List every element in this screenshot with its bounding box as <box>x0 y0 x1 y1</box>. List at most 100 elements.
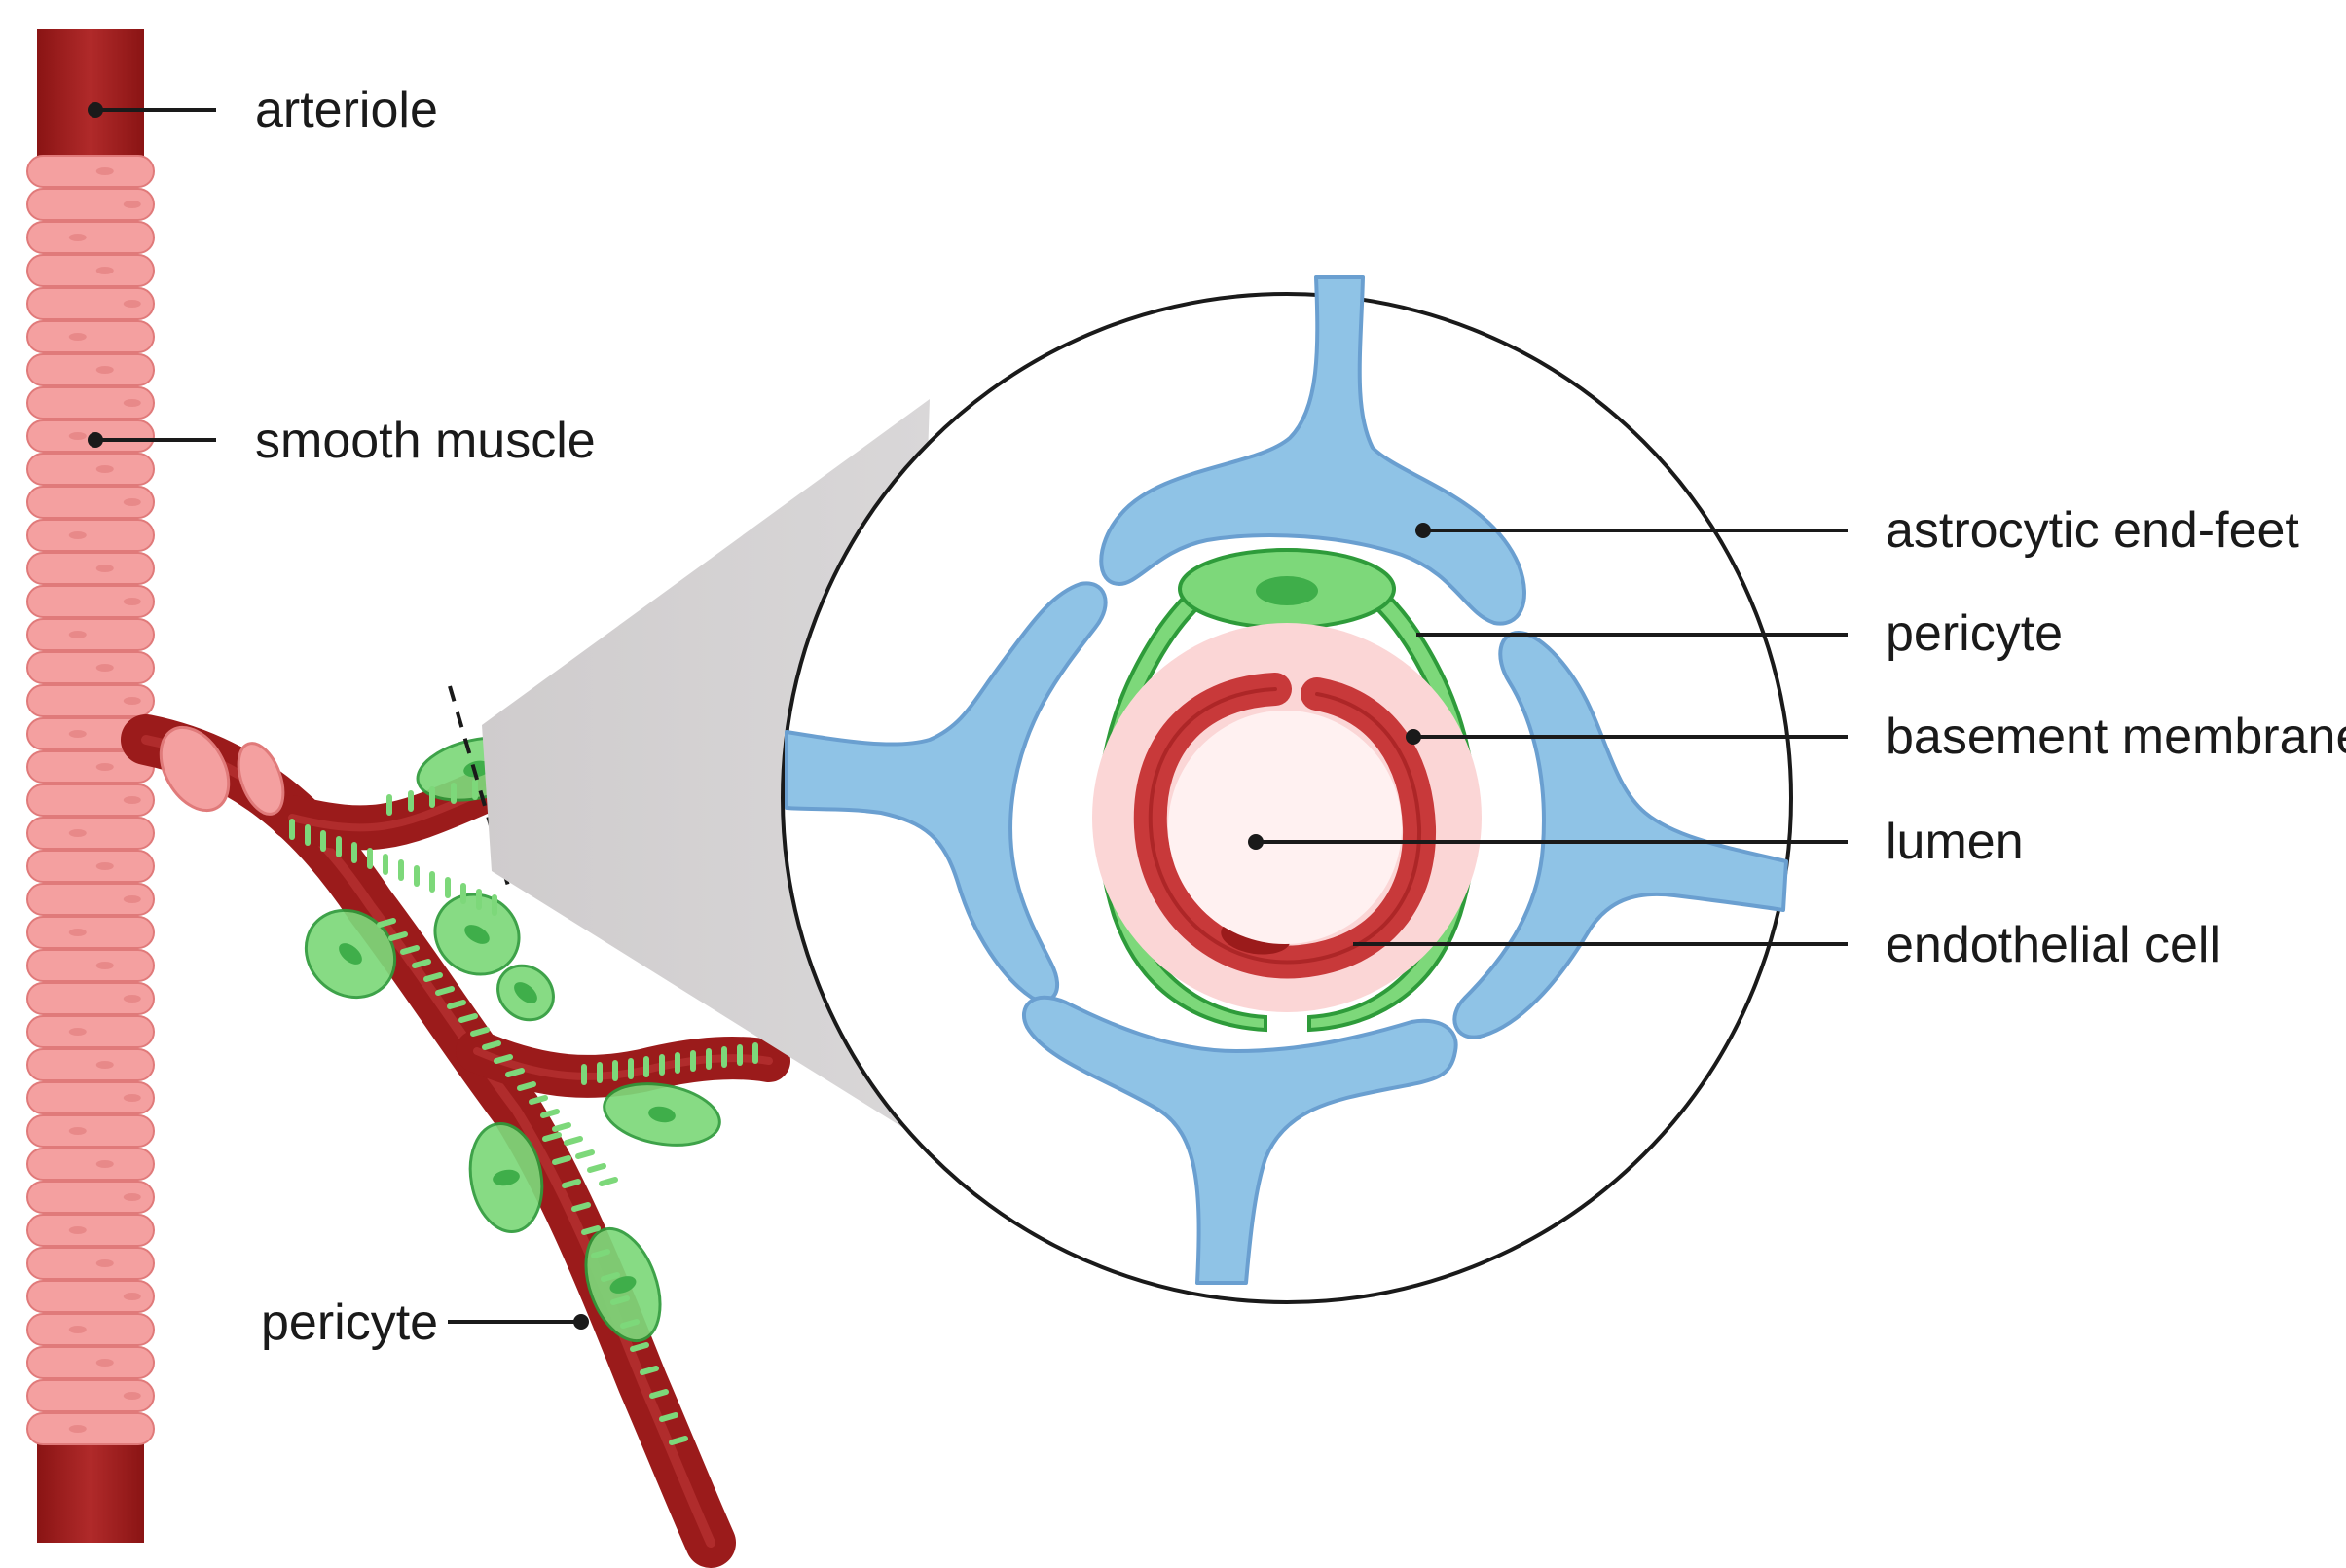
pericyte-nucleus <box>464 925 490 944</box>
endothelial-cell-label: endothelial cell <box>1886 917 2220 973</box>
smooth-muscle-ring <box>26 883 155 916</box>
smooth-muscle-nucleus <box>123 1392 141 1400</box>
smooth-muscle-nucleus <box>95 366 114 374</box>
pericyte-process <box>540 1109 560 1118</box>
pericyte-process <box>458 1013 478 1023</box>
smooth-muscle-nucleus <box>95 1061 114 1069</box>
astrocytic-end-feet <box>785 275 1788 1285</box>
smooth-muscle-nucleus <box>123 895 141 903</box>
pericyte-process <box>423 972 443 982</box>
pericyte-nucleus <box>1256 576 1318 605</box>
smooth-muscle-ring <box>26 850 155 883</box>
smooth-muscle-nucleus <box>95 167 114 175</box>
smooth-muscle-ring <box>26 188 155 221</box>
pericyte-process <box>505 1068 525 1077</box>
smooth-muscle-ring <box>26 1081 155 1114</box>
smooth-muscle-nucleus <box>95 763 114 771</box>
pericyte-process <box>620 1319 640 1329</box>
smooth-muscle-nucleus <box>68 1226 87 1234</box>
pericyte-right-label: pericyte <box>1886 605 2063 662</box>
pericyte-process <box>494 1054 513 1064</box>
pericyte-process <box>571 1202 591 1212</box>
smooth-muscle-nucleus <box>95 465 114 473</box>
smooth-muscle-ring <box>26 353 155 386</box>
pericyte-process <box>447 1000 466 1009</box>
smooth-muscle-label: smooth muscle <box>255 413 596 469</box>
pericyte-left-label: pericyte <box>261 1295 438 1351</box>
pericyte-process <box>542 1132 562 1142</box>
capillary-pericytes <box>289 736 758 1445</box>
end-foot-top <box>1099 275 1526 626</box>
pericyte-process <box>610 1295 630 1305</box>
endothelial-cell-ring <box>1133 673 1437 979</box>
smooth-muscle-ring <box>26 651 155 684</box>
junction-muscle <box>159 725 231 813</box>
smooth-muscle-nucleus <box>123 300 141 308</box>
smooth-muscle-nucleus <box>68 333 87 341</box>
pericyte-process <box>575 1149 595 1159</box>
smooth-muscle-ring <box>26 618 155 651</box>
pericyte-process <box>529 1095 548 1105</box>
pericyte-process <box>564 1136 583 1146</box>
pericyte-process <box>400 945 420 955</box>
smooth-muscle-ring <box>26 585 155 618</box>
pericyte-nucleus <box>339 943 362 965</box>
smooth-muscle-nucleus <box>95 664 114 672</box>
smooth-muscle-ring <box>26 254 155 287</box>
pericyte-ring <box>1096 547 1478 1033</box>
junction-muscle-2 <box>237 742 285 816</box>
smooth-muscle-nucleus <box>68 631 87 638</box>
pericyte-nucleus <box>514 982 537 1003</box>
smooth-muscle-nucleus <box>68 234 87 241</box>
smooth-muscle-nucleus <box>123 1193 141 1201</box>
smooth-muscle-nucleus <box>95 267 114 274</box>
lumen <box>1168 711 1402 944</box>
smooth-muscle-nucleus <box>68 829 87 837</box>
smooth-muscle-ring <box>26 817 155 850</box>
smooth-muscle-ring <box>26 1181 155 1214</box>
pericyte-nucleus <box>493 1169 520 1186</box>
astrocytic-end-feet-label: astrocytic end-feet <box>1886 502 2299 559</box>
basement-membrane-label: basement membrane <box>1886 709 2346 765</box>
pericyte-process <box>482 1040 501 1050</box>
smooth-muscle-nucleus <box>123 1293 141 1300</box>
smooth-muscle-nucleus <box>95 862 114 870</box>
smooth-muscle-ring <box>26 916 155 949</box>
smooth-muscle-ring <box>26 1346 155 1379</box>
smooth-muscle-nucleus <box>95 1359 114 1367</box>
smooth-muscle-ring <box>26 1148 155 1181</box>
smooth-muscle-nucleus <box>68 929 87 936</box>
pericyte-process <box>649 1389 669 1399</box>
smooth-muscle-nucleus <box>123 399 141 407</box>
end-foot-bottom <box>1021 995 1458 1285</box>
end-foot-right <box>1452 631 1788 1039</box>
smooth-muscle-nucleus <box>68 730 87 738</box>
smooth-muscle-ring <box>26 221 155 254</box>
pericyte-process <box>581 1225 601 1235</box>
smooth-muscle-ring <box>26 386 155 419</box>
pericyte-process <box>517 1081 536 1091</box>
smooth-muscle-ring <box>26 1015 155 1048</box>
pericyte-process <box>552 1122 571 1132</box>
smooth-muscle-nucleus <box>123 598 141 605</box>
labels: arteriole smooth muscle pericyte astrocy… <box>88 82 2346 1351</box>
smooth-muscle-ring <box>26 453 155 486</box>
pericyte-nucleus <box>463 760 491 778</box>
pericyte-process <box>640 1366 659 1375</box>
pericyte-process <box>412 959 431 968</box>
pericyte-process <box>591 1249 610 1258</box>
smooth-muscle-ring <box>26 949 155 982</box>
smooth-muscle-nucleus <box>95 1160 114 1168</box>
smooth-muscle-nucleus <box>68 1425 87 1433</box>
cross-section <box>781 275 1793 1304</box>
pericyte-process <box>587 1163 606 1173</box>
lumen-label: lumen <box>1886 814 2024 870</box>
smooth-muscle-ring <box>26 1280 155 1313</box>
pericyte-process <box>669 1436 688 1445</box>
pericyte-process <box>601 1272 620 1282</box>
smooth-muscle-ring <box>26 1214 155 1247</box>
pericyte-process <box>562 1179 581 1188</box>
smooth-muscle-nucleus <box>123 995 141 1003</box>
smooth-muscle-nucleus <box>68 432 87 440</box>
